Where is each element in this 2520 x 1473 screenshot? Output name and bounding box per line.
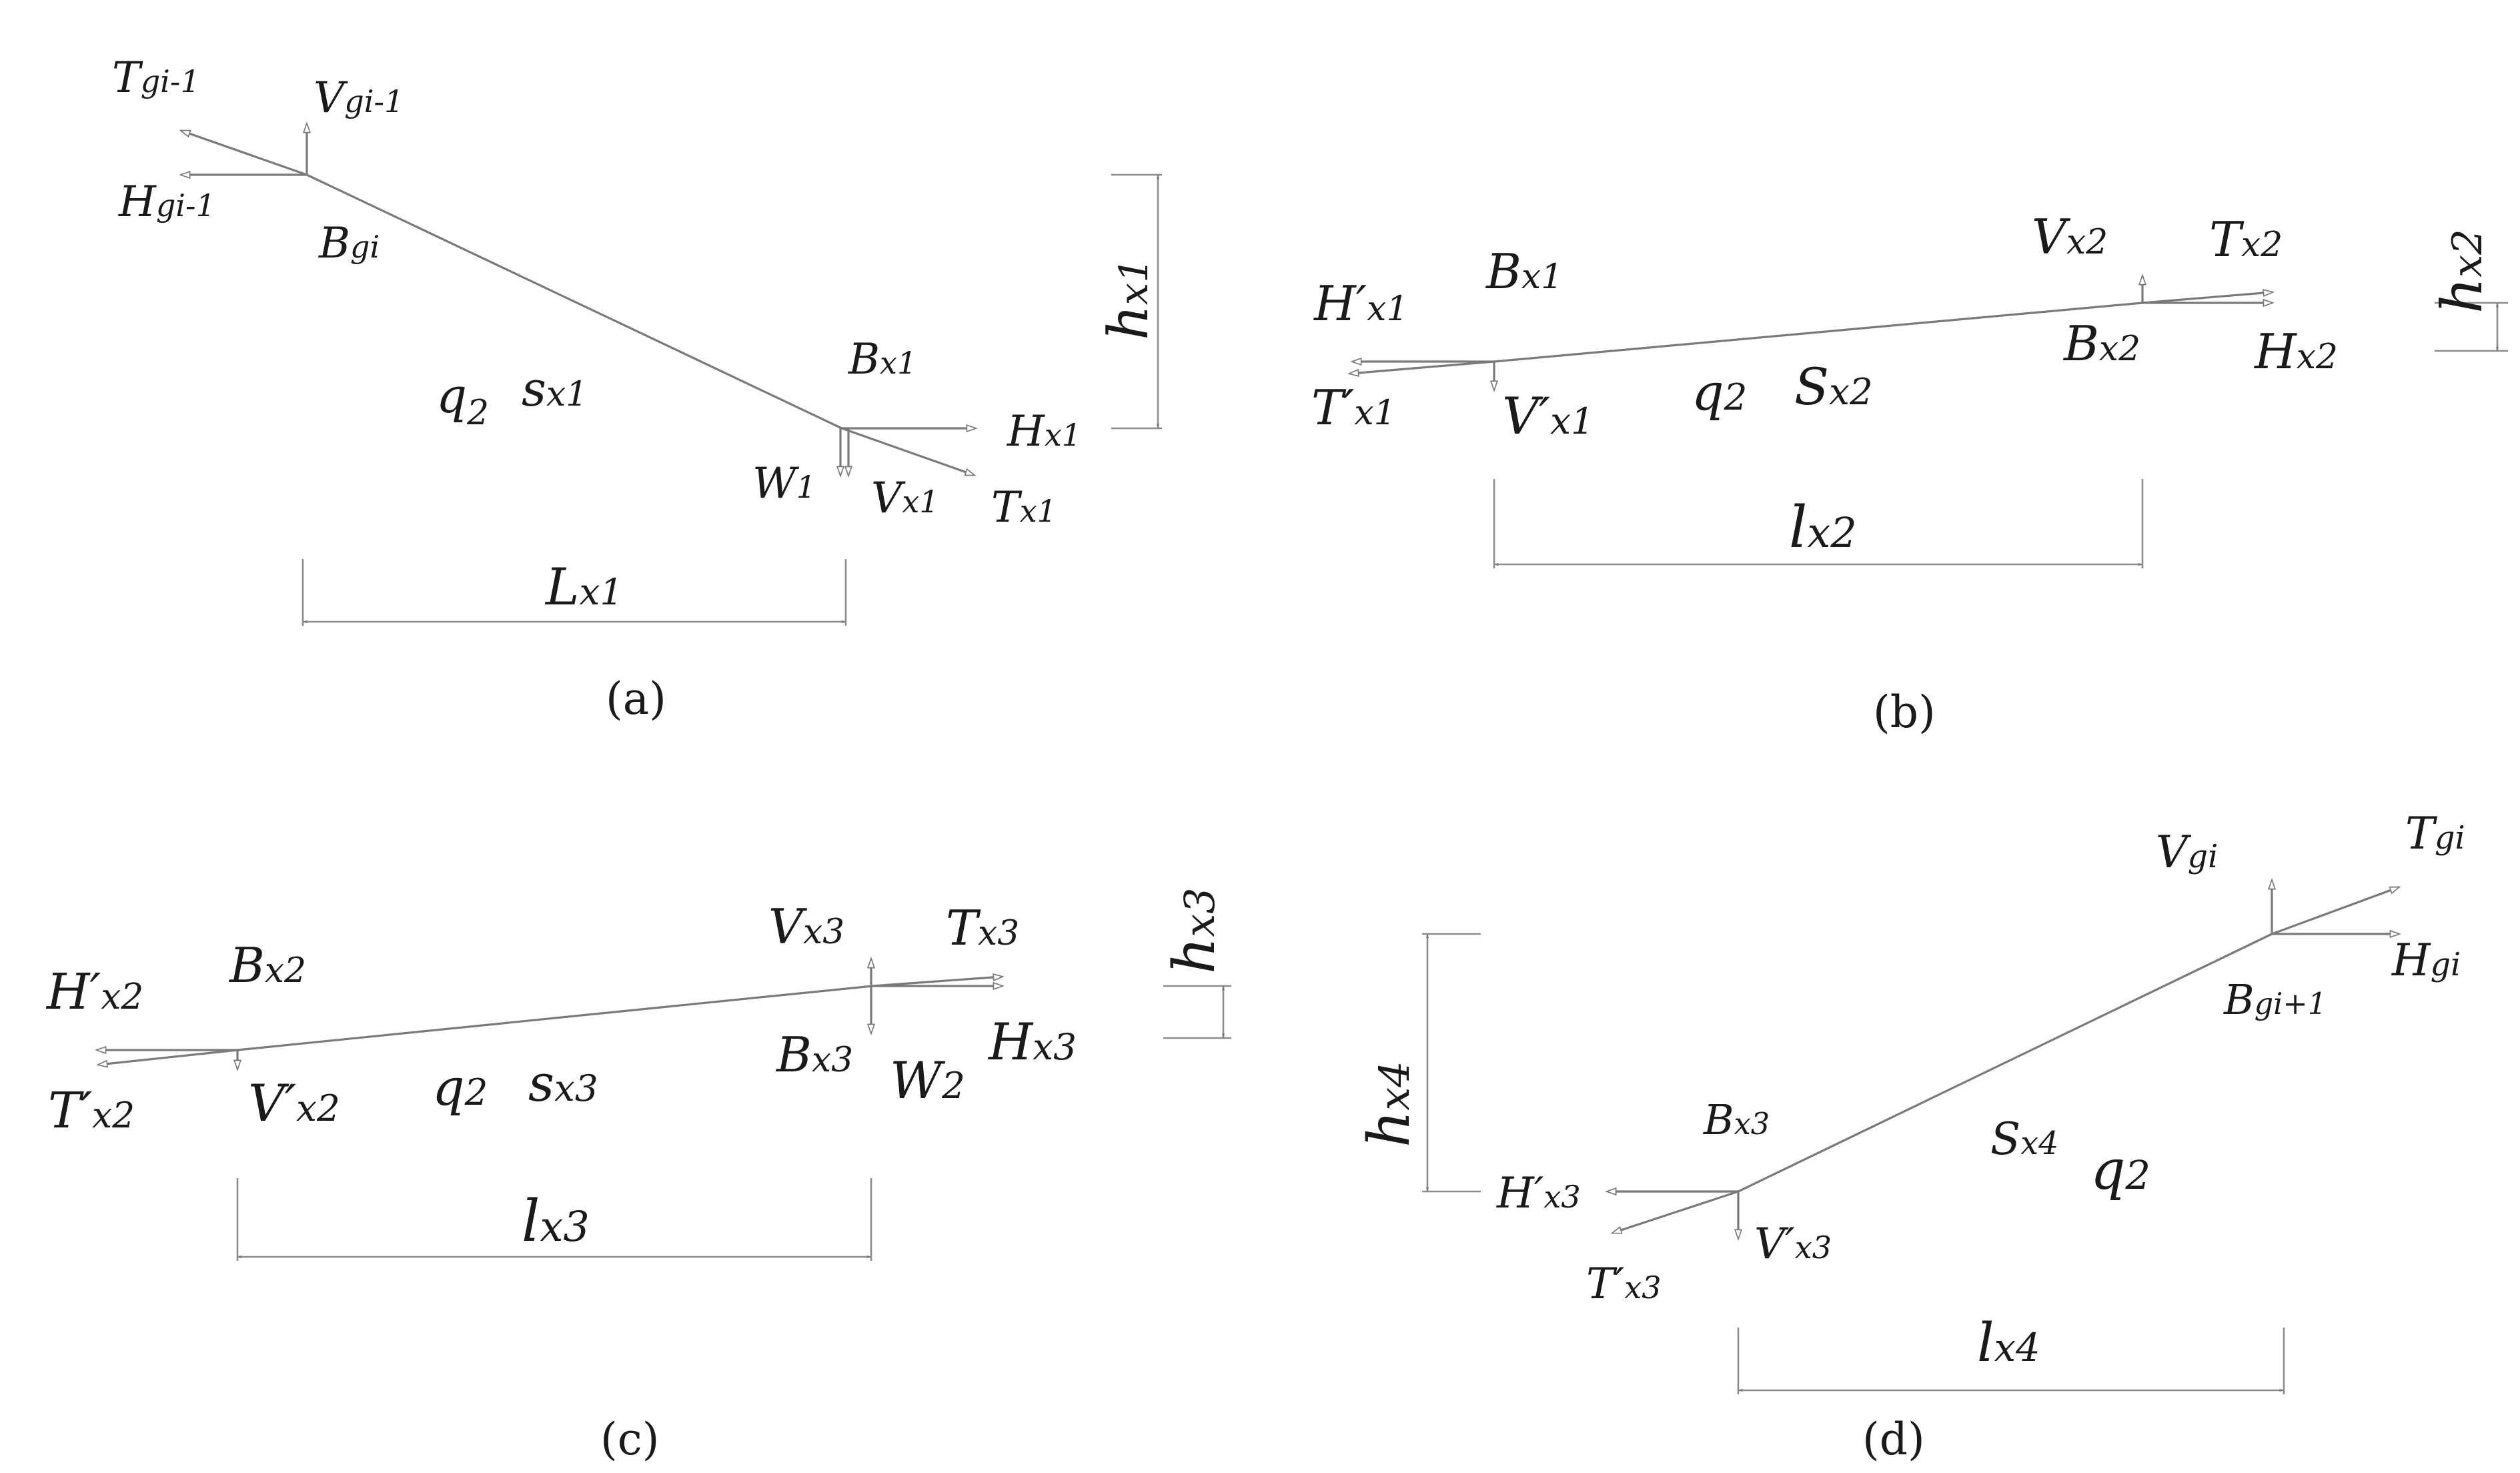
label-b-q: q2 <box>1692 362 1747 422</box>
label-b-H-right: Hx2 <box>2253 324 2338 380</box>
arrow-a-T-end <box>841 427 977 476</box>
label-b-B-right: Bx2 <box>2062 316 2140 372</box>
label-a-W: W1 <box>752 459 816 508</box>
segment-b-cable <box>1493 302 2143 363</box>
arrow-d-T-top <box>2271 886 2401 935</box>
label-c-s: sx3 <box>528 1053 598 1113</box>
arrow-c-T-left <box>96 1049 238 1068</box>
label-a-V-top: Vgi-1 <box>313 73 404 123</box>
segment-a-cable <box>306 173 842 430</box>
label-a-L: Lx1 <box>544 557 623 616</box>
label-d-s: Sx4 <box>1990 1113 2058 1165</box>
caption-d: (d) <box>1862 1414 1925 1465</box>
label-d-T-low: T′x3 <box>1586 1260 1662 1309</box>
label-a-s: sx1 <box>522 361 588 417</box>
caption-b: (b) <box>1873 686 1936 738</box>
label-c-T-right: Tx3 <box>946 900 1019 956</box>
label-a-B-top: Bgi <box>318 219 380 268</box>
label-a-H-top: Hgi-1 <box>118 177 215 227</box>
label-c-V-right: Vx3 <box>768 899 844 955</box>
label-d-H-low: H′x3 <box>1496 1169 1581 1218</box>
label-d-V-low: V′x3 <box>1754 1219 1832 1269</box>
label-b-T-right: Tx2 <box>2209 211 2283 268</box>
label-c-h: hx3 <box>1161 887 1228 974</box>
arrow-b-T-left <box>1347 360 1495 377</box>
arrow-c-T-right <box>872 973 1005 987</box>
caption-a: (a) <box>606 673 666 724</box>
panel-d: Vgi Tgi Hgi Bgi+1 hx4 Bx3 Sx4 q2 H′x3 V′… <box>1356 808 2465 1465</box>
label-c-H-left: H′x2 <box>45 963 143 1021</box>
label-c-V-left: V′x2 <box>248 1073 340 1133</box>
panel-c: H′x2 T′x2 Bx2 V′x2 q2 sx3 Vx3 Tx3 Bx3 W2… <box>45 887 1231 1465</box>
label-d-q: q2 <box>2090 1139 2150 1202</box>
label-d-B-low: Bx3 <box>1703 1095 1770 1144</box>
label-d-h: hx4 <box>1356 1061 1423 1147</box>
label-c-H-right: Hx3 <box>987 1012 1077 1071</box>
label-a-T-end: Tx1 <box>991 483 1057 532</box>
label-a-h: hx1 <box>1097 258 1161 340</box>
label-c-T-left: T′x2 <box>48 1082 135 1139</box>
label-b-H-left: H′x1 <box>1313 276 1408 332</box>
panel-a: Tgi-1 Vgi-1 Hgi-1 Bgi q2 sx1 Bx1 Hx1 W1 … <box>112 53 1162 724</box>
label-a-V-end: Vx1 <box>871 474 939 523</box>
panel-b: H′x1 T′x1 Bx1 V′x1 q2 Sx2 Vx2 Tx2 Bx2 Hx… <box>1311 209 2508 738</box>
segment-c-cable <box>237 985 873 1051</box>
label-d-V-top: Vgi <box>2156 827 2218 878</box>
label-b-s: Sx2 <box>1794 357 1873 416</box>
label-a-H-end: Hx1 <box>1007 407 1081 456</box>
label-b-B-left: Bx1 <box>1485 243 1563 300</box>
label-a-q: q2 <box>436 368 489 433</box>
label-c-B-left: Bx2 <box>228 937 306 993</box>
arrow-b-T-right <box>2142 289 2275 304</box>
label-c-W: W2 <box>890 1051 965 1110</box>
label-b-V-left: V′x1 <box>1502 386 1594 446</box>
label-b-T-left: T′x1 <box>1311 380 1396 436</box>
label-b-V-right: Vx2 <box>2032 209 2108 265</box>
caption-c: (c) <box>600 1414 659 1465</box>
label-d-H-top: Hgi <box>2391 935 2461 986</box>
arrow-a-T-top <box>179 129 307 176</box>
label-d-T-top: Tgi <box>2405 808 2465 859</box>
label-a-T-top: Tgi-1 <box>112 53 200 103</box>
label-c-B-right: Bx3 <box>775 1027 853 1083</box>
label-c-q: q2 <box>432 1057 488 1117</box>
arrow-d-T-low <box>1610 1190 1739 1234</box>
label-b-l: lx2 <box>1789 494 1857 561</box>
label-d-l: lx4 <box>1977 1312 2040 1374</box>
label-c-l: lx3 <box>522 1188 590 1255</box>
label-b-h: hx2 <box>2429 229 2495 314</box>
label-a-B-end: Bx1 <box>848 335 916 384</box>
label-d-B-top: Bgi+1 <box>2223 975 2327 1024</box>
segment-d-cable <box>1738 933 2273 1193</box>
